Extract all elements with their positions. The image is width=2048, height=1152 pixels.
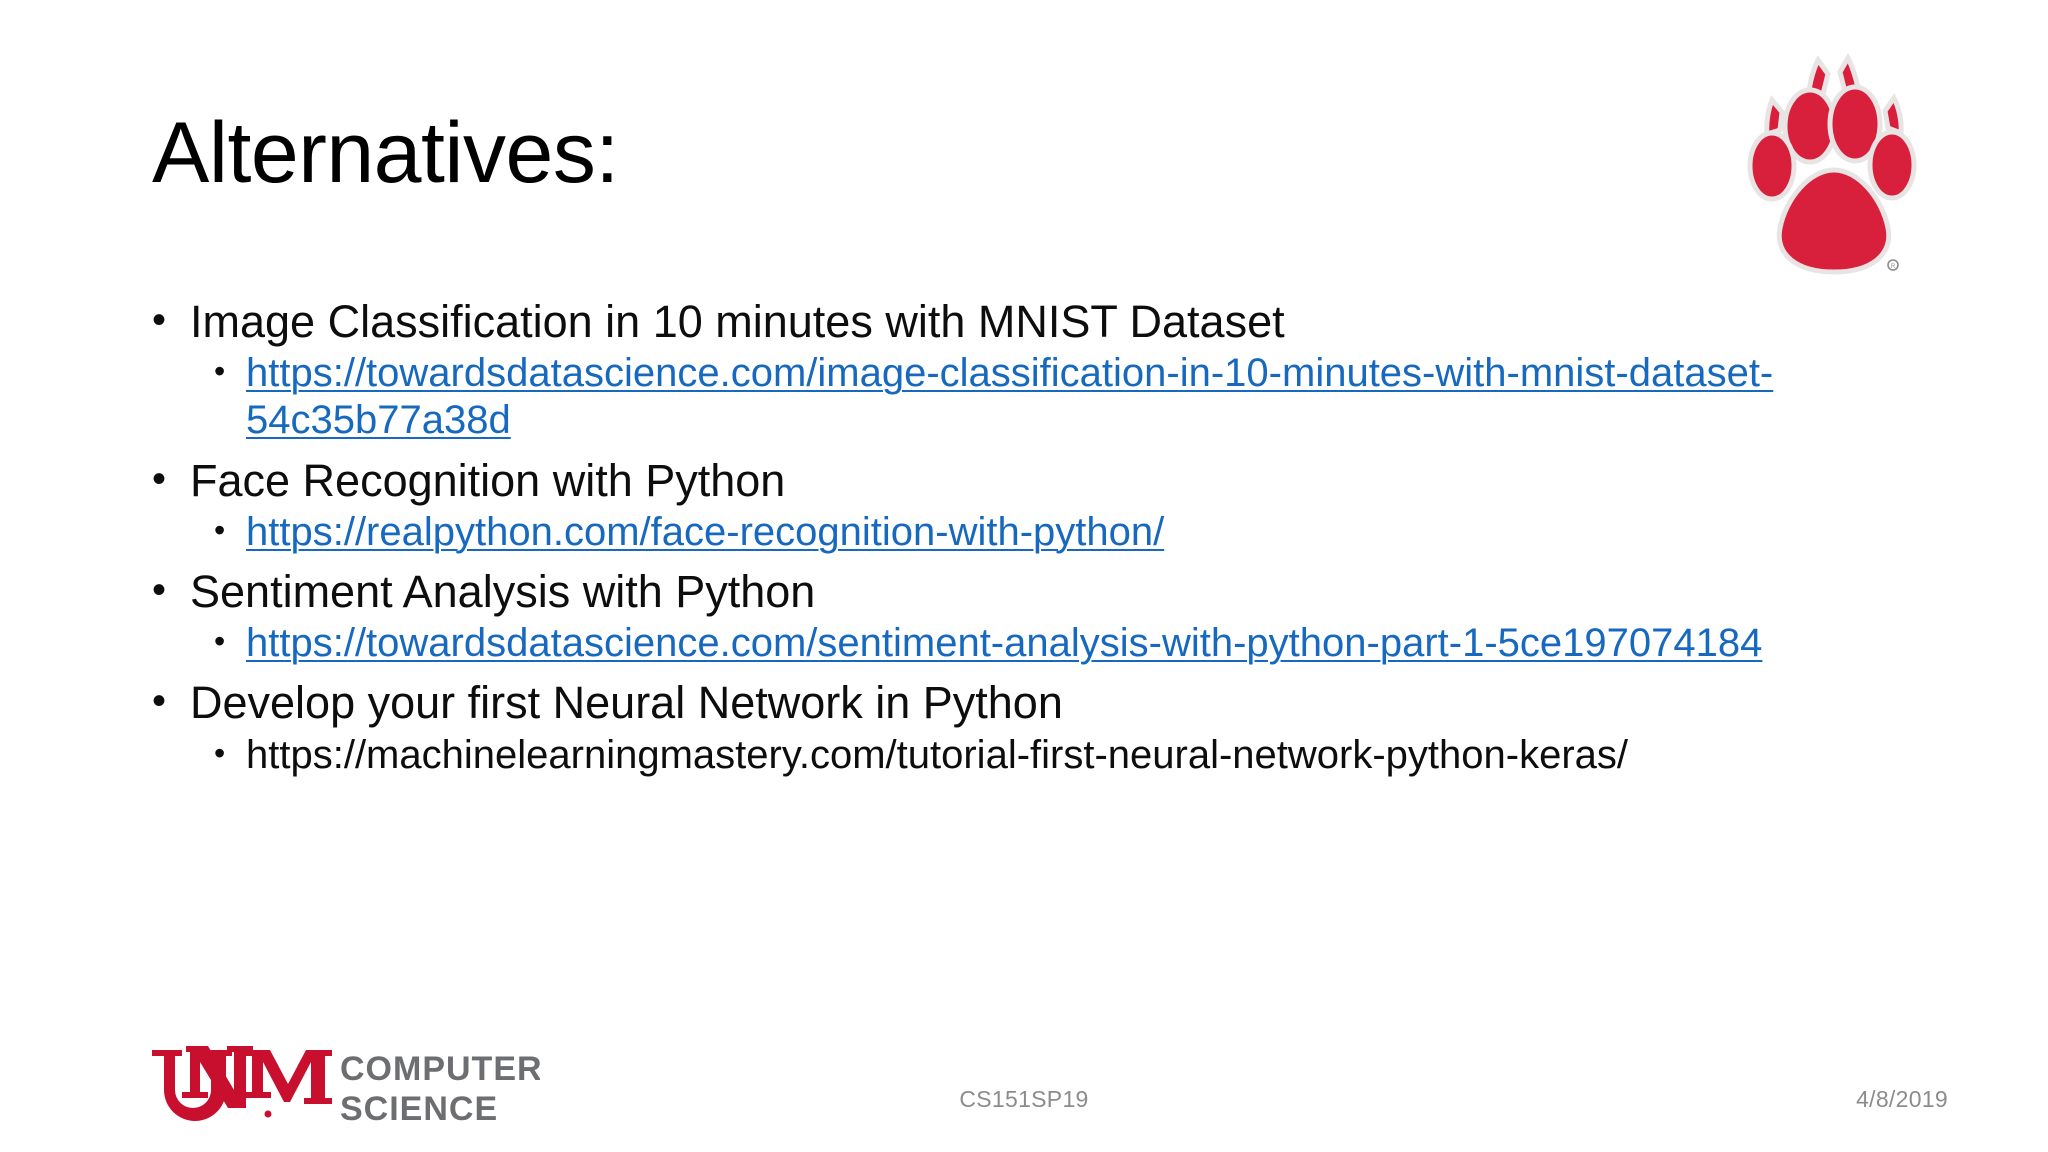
resource-url-text: https://machinelearningmastery.com/tutor… xyxy=(246,732,1629,777)
list-item: • Develop your first Neural Network in P… xyxy=(152,677,1912,778)
bullet-level1-label: Sentiment Analysis with Python xyxy=(190,565,816,617)
resource-link[interactable]: https://towardsdatascience.com/sentiment… xyxy=(246,621,1763,666)
bullet-level1: • Sentiment Analysis with Python xyxy=(152,566,1912,618)
page-title: Alternatives: xyxy=(152,105,619,201)
resource-link[interactable]: https://realpython.com/face-recognition-… xyxy=(246,509,1165,554)
bullet-dot-icon: • xyxy=(214,734,226,771)
unm-computer-science-logo: COMPUTER SCIENCE xyxy=(140,1036,540,1132)
bullet-level1-label: Face Recognition with Python xyxy=(190,454,786,506)
bullet-level1-label: Develop your first Neural Network in Pyt… xyxy=(190,677,1063,729)
bullet-level1: • Develop your first Neural Network in P… xyxy=(152,677,1912,729)
list-item: • Sentiment Analysis with Python • https… xyxy=(152,566,1912,667)
list-item: • Face Recognition with Python • https:/… xyxy=(152,455,1912,556)
bullet-dot-icon: • xyxy=(214,623,226,660)
bullet-level1: • Face Recognition with Python xyxy=(152,455,1912,507)
bullet-dot-icon: • xyxy=(152,298,167,342)
bullet-level2: • https://towardsdatascience.com/image-c… xyxy=(214,350,1912,444)
bullet-dot-icon: • xyxy=(152,567,167,612)
bullet-level2: • https://towardsdatascience.com/sentime… xyxy=(214,620,1912,667)
bullet-dot-icon: • xyxy=(214,511,226,548)
footer-date: 4/8/2019 xyxy=(1856,1086,1948,1112)
bullet-list: • Image Classification in 10 minutes wit… xyxy=(152,296,1912,789)
logo-line2: SCIENCE xyxy=(340,1090,498,1128)
footer-course-code: CS151SP19 xyxy=(959,1086,1089,1112)
list-item: • Image Classification in 10 minutes wit… xyxy=(152,296,1912,445)
bullet-level2: • https://machinelearningmastery.com/tut… xyxy=(214,732,1912,779)
logo-line1: COMPUTER xyxy=(340,1050,540,1088)
bullet-level1: • Image Classification in 10 minutes wit… xyxy=(152,296,1912,348)
bullet-dot-icon: • xyxy=(214,353,226,390)
bullet-level1-label: Image Classification in 10 minutes with … xyxy=(190,296,1285,347)
resource-link[interactable]: https://towardsdatascience.com/image-cla… xyxy=(246,351,1774,443)
bullet-level2: • https://realpython.com/face-recognitio… xyxy=(214,509,1912,556)
bullet-dot-icon: • xyxy=(152,679,167,724)
lobo-paw-print-logo: R xyxy=(1742,38,1942,288)
svg-text:R: R xyxy=(1891,264,1896,270)
bullet-dot-icon: • xyxy=(152,456,167,501)
